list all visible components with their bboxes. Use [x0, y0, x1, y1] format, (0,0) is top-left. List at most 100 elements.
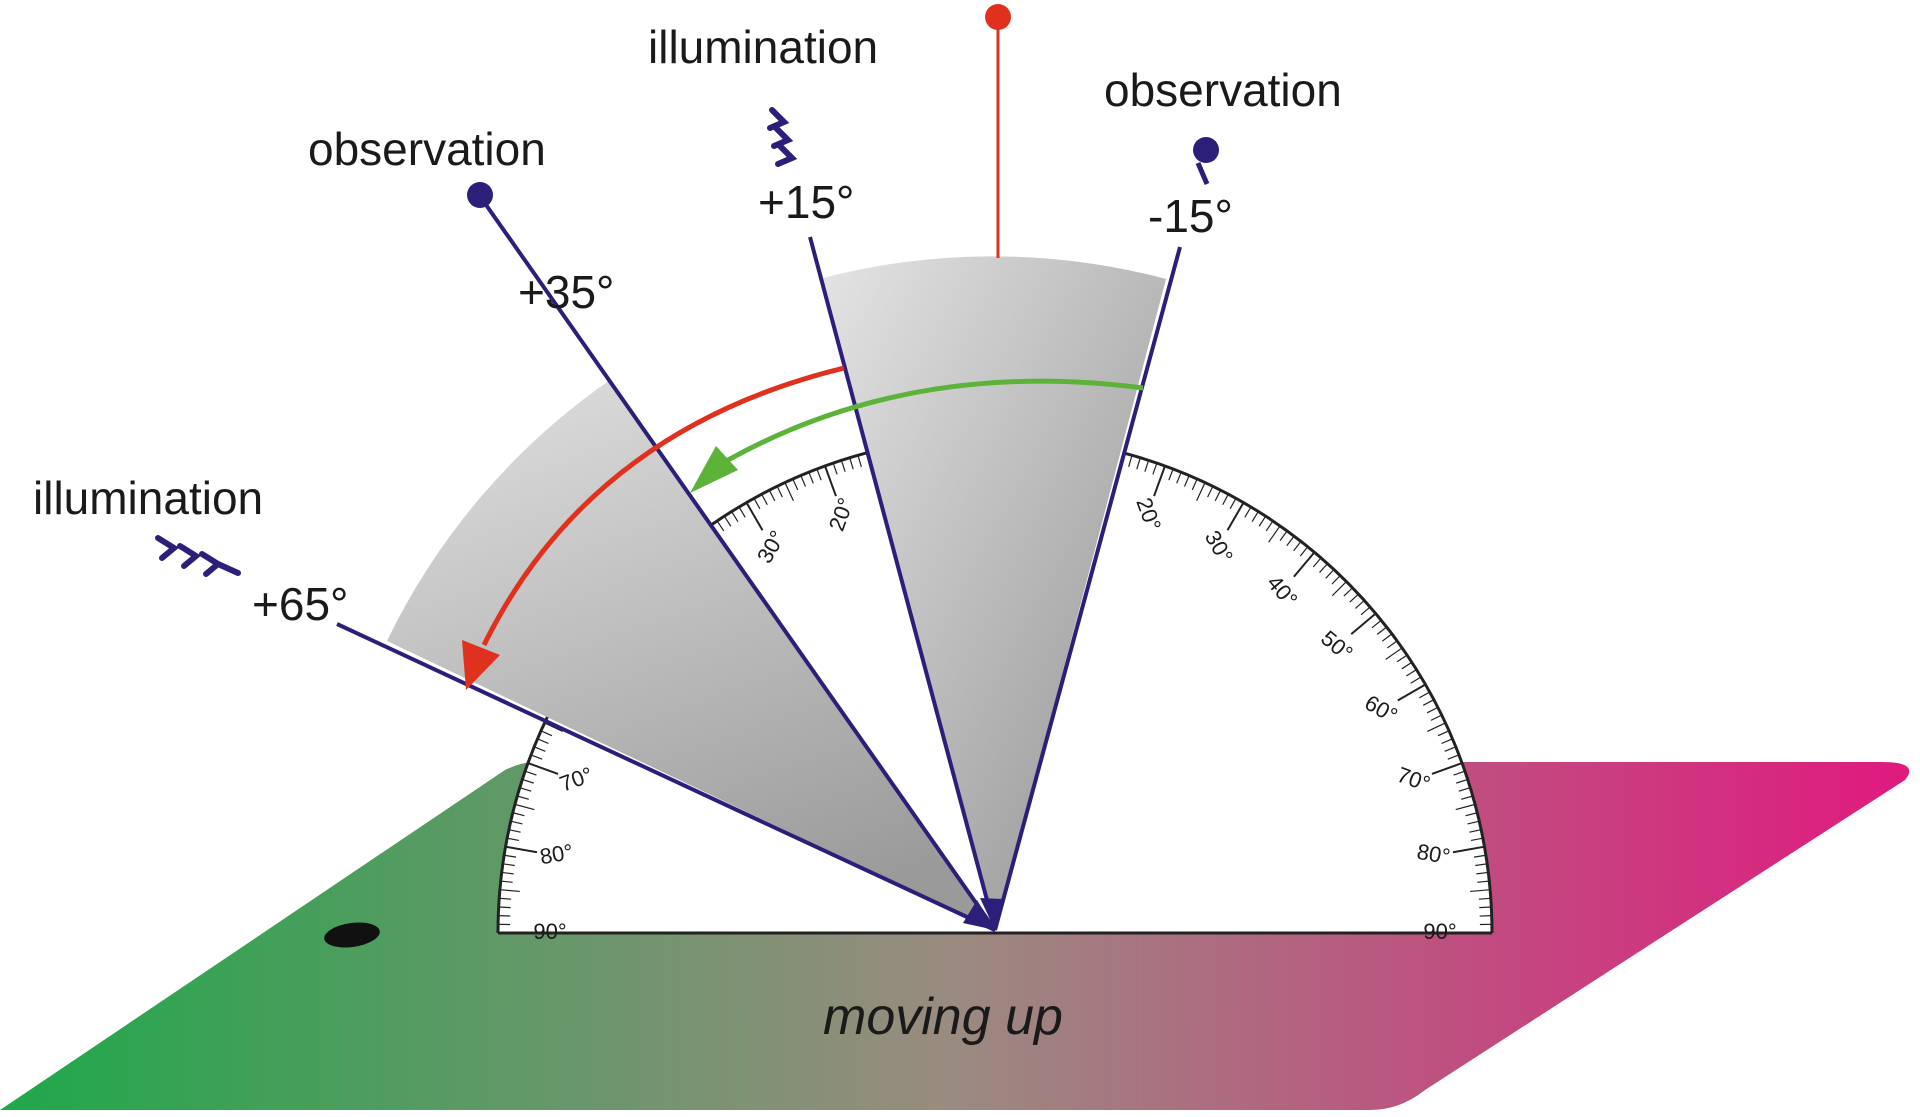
protractor-tick	[1456, 778, 1468, 784]
protractor-tick	[1371, 619, 1382, 629]
protractor-tick	[507, 837, 520, 842]
sector-small	[823, 256, 1166, 931]
protractor-tick	[1244, 506, 1252, 518]
green-arrowhead	[690, 446, 738, 493]
protractor-tick	[499, 889, 520, 893]
protractor-tick	[500, 880, 513, 883]
protractor-tick	[1397, 683, 1426, 702]
protractor-tick	[1401, 661, 1413, 670]
protractor-tick	[1349, 593, 1359, 603]
protractor-tick	[1331, 575, 1341, 585]
protractor-tick	[1447, 754, 1460, 760]
illumination-left-label: illumination	[33, 472, 263, 524]
protractor-tick	[517, 795, 529, 800]
plane-marker-dot	[324, 922, 380, 948]
plane-label: moving up	[823, 988, 1063, 1046]
protractor-tick	[1319, 563, 1329, 573]
protractor-tick	[1258, 515, 1267, 527]
observation-dot-icon	[1193, 137, 1219, 163]
protractor-tick	[1396, 654, 1408, 663]
observation-35-line	[475, 190, 997, 932]
protractor-tick	[498, 906, 511, 909]
protractor-tick	[800, 475, 807, 487]
protractor-tick	[524, 770, 537, 776]
protractor-tick	[1168, 468, 1174, 481]
protractor-tick	[1418, 691, 1430, 699]
protractor-tick	[1458, 787, 1471, 792]
protractor-tick	[1222, 493, 1229, 506]
protractor-tick	[761, 493, 768, 506]
red-arrow	[481, 365, 845, 647]
protractor-tick	[1452, 845, 1485, 854]
protractor-tick	[768, 489, 776, 502]
illumination-15-line	[808, 236, 997, 931]
protractor-tick	[1381, 633, 1393, 642]
protractor-tick	[522, 778, 534, 784]
protractor-tick	[1325, 569, 1335, 579]
protractor-tick	[1128, 455, 1133, 467]
protractor-tick	[530, 754, 543, 760]
protractor-tick	[840, 460, 846, 472]
protractor-tick	[501, 871, 514, 875]
protractor-tick	[816, 468, 822, 481]
protractor-tick	[1473, 854, 1486, 858]
protractor-tick	[1350, 612, 1377, 635]
protractor-right-label-6: 80°	[1415, 839, 1452, 869]
protractor-tick	[527, 762, 559, 775]
protractor-tick	[1183, 475, 1190, 487]
protractor-tick	[1355, 599, 1365, 609]
protractor-tick	[1360, 606, 1371, 616]
protractor-tick	[502, 863, 515, 867]
protractor-tick	[849, 457, 854, 470]
protractor-tick	[1430, 714, 1442, 721]
protractor-tick	[731, 511, 739, 523]
protractor-tick	[1441, 738, 1453, 745]
protractor-tick	[745, 502, 764, 531]
protractor-tick	[510, 820, 523, 825]
protractor-tick	[1268, 525, 1281, 543]
angle-plus15-label: +15°	[758, 176, 854, 228]
protractor-tick	[832, 462, 838, 475]
protractor-tick	[723, 515, 732, 527]
protractor-tick	[1144, 460, 1150, 472]
protractor-tick	[544, 722, 563, 732]
protractor-tick	[1405, 669, 1417, 677]
red-arrowhead	[462, 640, 500, 690]
protractor-tick	[537, 738, 549, 745]
illumination-top-label: illumination	[648, 21, 878, 73]
protractor-left-label-3: 80°	[538, 839, 575, 869]
sector-large	[387, 380, 995, 930]
protractor-tick	[1251, 511, 1259, 523]
protractor-tick	[1467, 820, 1480, 825]
observation-left-label: observation	[308, 123, 546, 175]
protractor-right-label-7: 90°	[1423, 919, 1456, 944]
protractor-tick	[1293, 540, 1302, 552]
illumination-chevrons-icon	[155, 535, 241, 577]
protractor-tick	[1191, 478, 1198, 491]
angle-plus35-label: +35°	[518, 266, 614, 318]
protractor-tick	[1410, 676, 1422, 684]
protractor-tick	[1196, 482, 1206, 501]
illumination-65-line	[336, 622, 996, 932]
protractor-tick	[1207, 486, 1214, 498]
protractor-tick	[1331, 581, 1347, 597]
protractor-tick	[753, 498, 761, 510]
protractor-tick	[1477, 880, 1490, 883]
protractor-tick	[1293, 551, 1316, 578]
protractor-tick	[716, 520, 725, 532]
protractor-tick	[1437, 730, 1450, 737]
protractor-tick	[1426, 706, 1439, 714]
protractor-tick	[792, 478, 799, 491]
protractor-tick	[1385, 647, 1403, 660]
protractor-tick	[1279, 530, 1288, 541]
protractor-tick	[508, 829, 521, 833]
protractor-tick	[1453, 770, 1466, 776]
protractor-tick	[1312, 557, 1322, 568]
protractor-tick	[1479, 906, 1492, 909]
observation-dot-icon	[467, 182, 493, 208]
protractor-tick	[533, 746, 546, 752]
protractor-left-label-4: 90°	[533, 919, 566, 944]
protractor-tick	[519, 787, 532, 792]
protractor-tick	[1422, 699, 1435, 706]
protractor-tick	[1478, 897, 1491, 900]
